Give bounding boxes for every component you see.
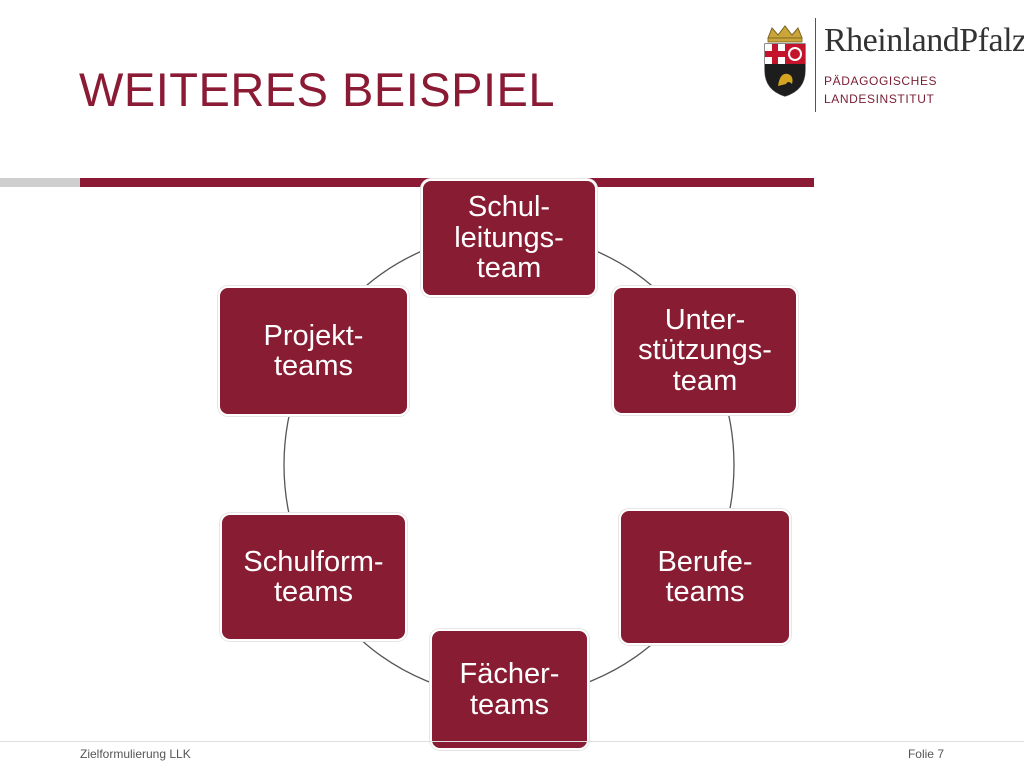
node-unterstuetzungsteam: Unter- stützungs- team [612, 286, 798, 415]
footer-title: Zielformulierung LLK [80, 747, 191, 761]
footer-divider [0, 741, 1024, 742]
logo-brand-text: RheinlandPfalz [824, 22, 1024, 59]
logo: RheinlandPfalz PÄDAGOGISCHES LANDESINSTI… [760, 16, 1024, 114]
node-schulleitungsteam: Schul- leitungs- team [421, 179, 597, 297]
node-projektteams: Projekt- teams [218, 286, 409, 416]
logo-subtitle-line2: LANDESINSTITUT [824, 92, 935, 106]
node-faecherteams: Fächer- teams [430, 629, 589, 750]
node-schulformteams: Schulform- teams [220, 513, 407, 641]
accent-bar-grey [0, 178, 80, 187]
coat-of-arms-icon [764, 25, 806, 97]
logo-subtitle-line1: PÄDAGOGISCHES [824, 74, 938, 88]
slide-number: Folie 7 [907, 747, 944, 761]
node-berufeteams: Berufe- teams [619, 509, 791, 645]
logo-divider [815, 18, 816, 112]
slide-title: WEITERES BEISPIEL [79, 63, 556, 116]
